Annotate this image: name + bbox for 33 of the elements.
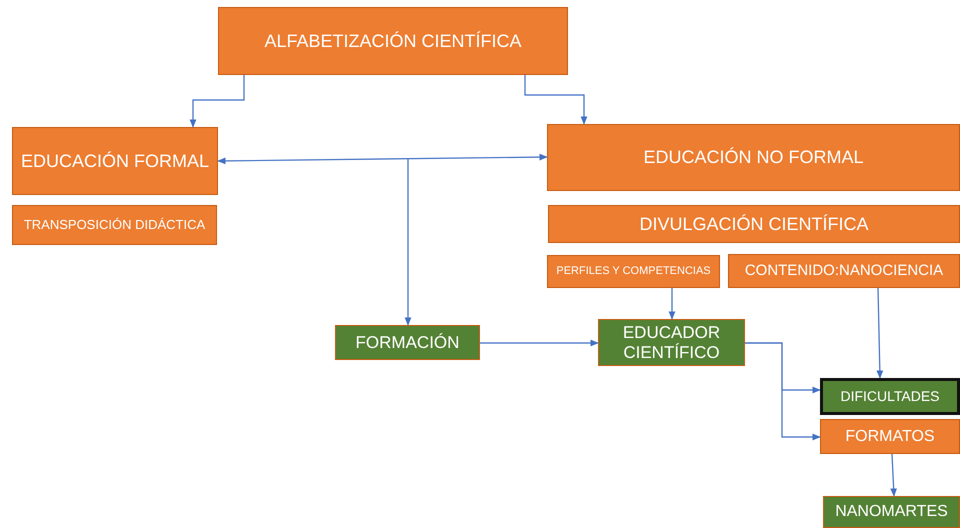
arrow xyxy=(190,75,245,128)
box-label: DIFICULTADES xyxy=(840,387,940,406)
box-label: ALFABETIZACIÓN CIENTÍFICA xyxy=(264,30,522,52)
concept-box xyxy=(218,7,568,75)
arrow xyxy=(668,288,676,320)
box-label: EDUCACIÓN FORMAL xyxy=(20,150,209,172)
arrow xyxy=(524,75,588,125)
box-label: CONTENIDO:NANOCIENCIA xyxy=(744,260,944,281)
concept-box xyxy=(12,127,218,195)
concept-box xyxy=(820,419,960,454)
arrow xyxy=(745,342,821,440)
box-label: FORMACIÓN xyxy=(356,332,460,354)
concept-box xyxy=(548,205,960,243)
concept-box xyxy=(823,496,960,528)
box-label: EDUCACIÓN NO FORMAL xyxy=(643,146,864,169)
concept-box xyxy=(598,319,745,366)
concept-box xyxy=(728,254,960,288)
concept-box xyxy=(547,255,720,288)
arrow xyxy=(890,454,897,497)
box-label: TRANSPOSICIÓN DIDÁCTICA xyxy=(24,216,206,234)
arrow xyxy=(404,159,412,326)
box-label: NANOMARTES xyxy=(835,502,948,522)
concept-box xyxy=(547,124,960,191)
box-label: DIVULGACIÓN CIENTÍFICA xyxy=(639,212,869,236)
concept-box xyxy=(820,378,960,415)
concept-box xyxy=(12,205,217,245)
arrow xyxy=(876,288,884,379)
arrow xyxy=(480,340,599,346)
box-label: PERFILES Y COMPETENCIAS xyxy=(556,264,711,280)
box-label: EDUCADOR CIENTÍFICO xyxy=(622,322,722,362)
concept-box xyxy=(335,325,480,360)
arrow xyxy=(217,154,548,164)
box-label: FORMATOS xyxy=(845,426,935,446)
